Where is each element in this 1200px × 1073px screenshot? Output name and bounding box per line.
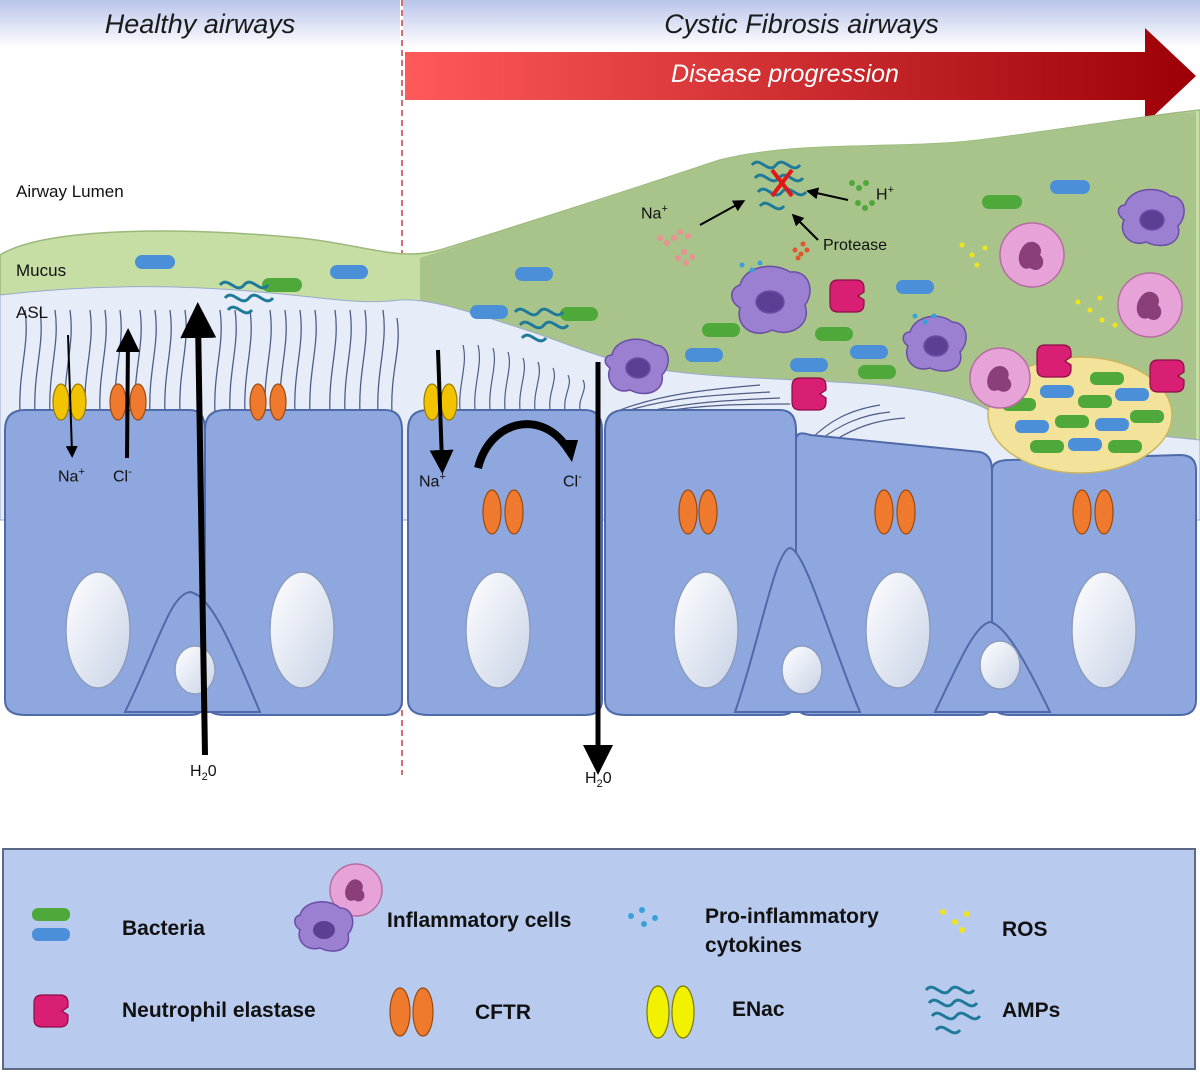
healthy-cl-label: Cl-: [113, 466, 132, 486]
legend-panel: Bacteria Inflammatory cells Pro-inflamma…: [2, 848, 1196, 1070]
nuclei: [65, 571, 1137, 695]
legend-cytokines-label-line2: cytokines: [705, 934, 802, 957]
legend-inflammatory-cells-label: Inflammatory cells: [387, 909, 572, 932]
legend-bacteria-green-icon: [32, 908, 70, 921]
legend-bacteria-blue-icon: [32, 928, 70, 941]
mucus-label: Mucus: [16, 261, 67, 280]
water-label-right: H20: [585, 770, 612, 791]
legend-elastase-label: Neutrophil elastase: [122, 999, 316, 1022]
protease-dots: [792, 241, 810, 261]
airway-lumen-label: Airway Lumen: [16, 182, 124, 201]
airway-diagram: [0, 0, 1200, 775]
cf-airways-header: Cystic Fibrosis airways: [403, 0, 1200, 48]
healthy-airways-header: Healthy airways: [0, 0, 400, 48]
legend-cftr-icon: [389, 987, 434, 1037]
legend-elastase-icon: [33, 994, 69, 1028]
legend-ros-icon: [940, 909, 970, 933]
transport-arrows: [65, 302, 613, 775]
legend-cftr-label: CFTR: [475, 1001, 531, 1024]
bacteria: [135, 180, 1090, 379]
na-dots: [657, 229, 695, 266]
water-label-left: H20: [190, 763, 217, 784]
amp-inhibited-icon: [770, 168, 794, 198]
legend-enac-label: ENac: [732, 998, 785, 1021]
h-plus-dots: [849, 180, 875, 211]
neutrophil-elastases: [791, 279, 1185, 411]
enac-channels: [52, 383, 458, 421]
legend-amps-label: AMPs: [1002, 999, 1061, 1022]
legend-cytokines-icon: [628, 907, 658, 927]
legend-inflammatory-cells-icon: [294, 863, 383, 952]
cftr-channels: [109, 383, 1114, 535]
disease-progression-arrow: [405, 28, 1196, 124]
legend-ros-label: ROS: [1002, 918, 1048, 941]
legend-cytokines-label-line1: Pro-inflammatory: [705, 905, 879, 928]
cytokine-dots: [739, 260, 937, 325]
legend-amps-icon: [924, 985, 982, 1035]
protease-label: Protease: [823, 237, 888, 254]
mucus-plug: [987, 356, 1173, 474]
disease-progression-label: Disease progression: [671, 60, 899, 88]
legend-enac-icon: [646, 985, 695, 1039]
lumen-na-label: Na+: [641, 203, 668, 223]
asl-label: ASL: [16, 303, 49, 322]
legend-bacteria-label: Bacteria: [122, 917, 205, 940]
ros-dots: [959, 242, 1118, 328]
h-plus-label: H+: [876, 184, 894, 204]
inhibition-arrows: [699, 187, 849, 241]
healthy-airways-title: Healthy airways: [104, 8, 296, 39]
cf-airways-title: Cystic Fibrosis airways: [664, 8, 939, 39]
neutrophils: [969, 222, 1183, 409]
healthy-na-label: Na+: [58, 466, 85, 486]
cf-na-label: Na+: [419, 471, 446, 491]
macrophages: [604, 188, 1185, 395]
cf-cl-label: Cl-: [563, 471, 582, 491]
legend-icons: [32, 863, 982, 1039]
